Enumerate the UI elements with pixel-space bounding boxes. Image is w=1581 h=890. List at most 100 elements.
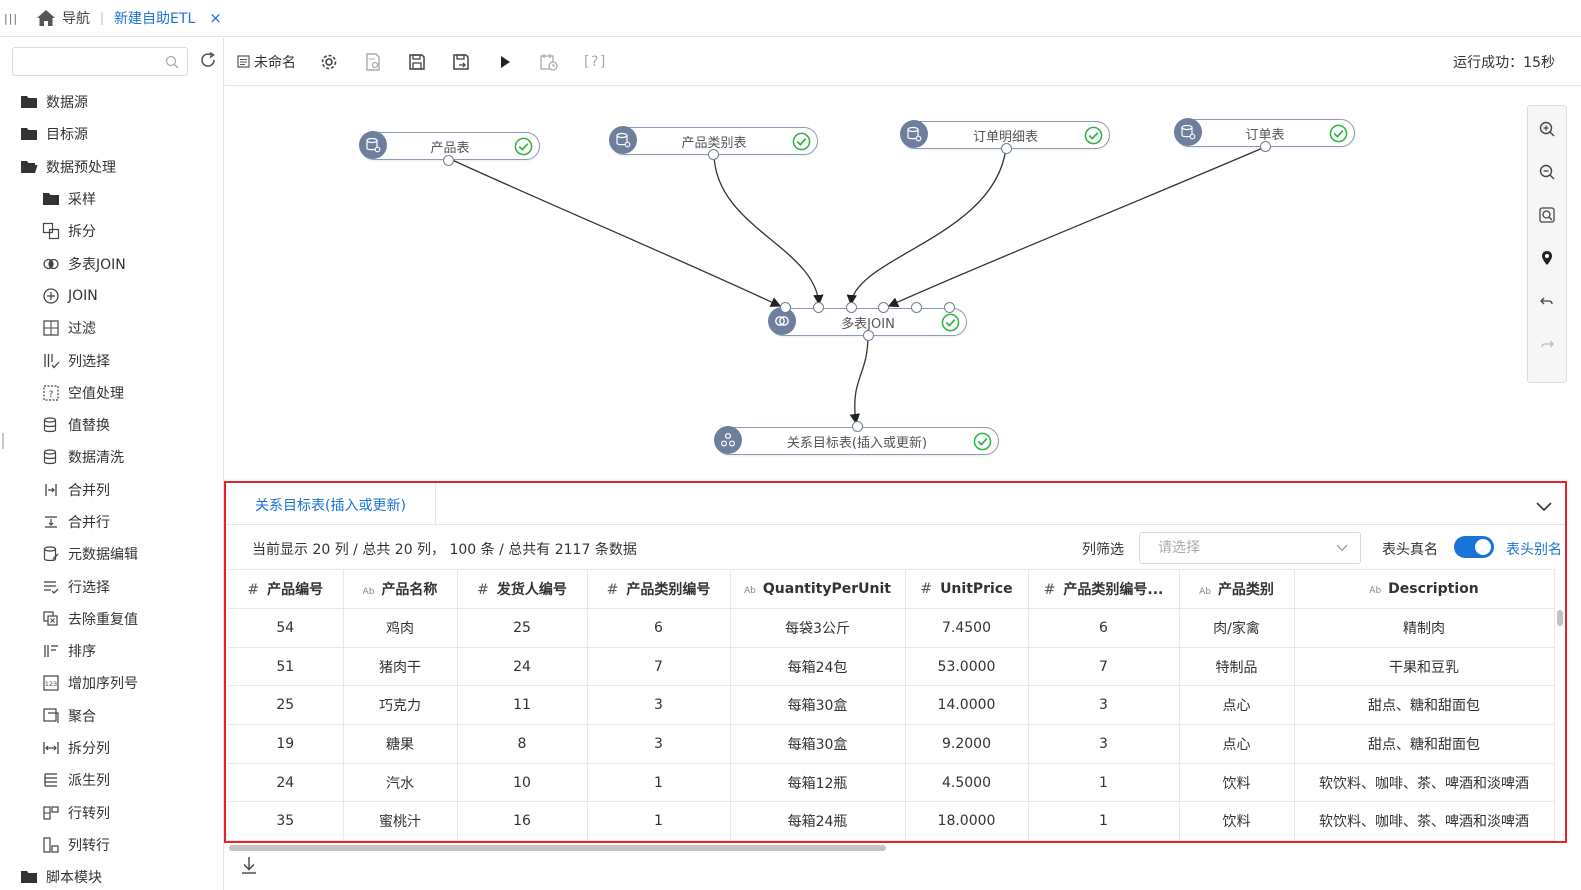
- save-button[interactable]: [406, 51, 428, 73]
- close-tab-icon[interactable]: ×: [209, 9, 222, 27]
- fit-view-button[interactable]: [1536, 204, 1558, 226]
- save-as-button[interactable]: [450, 51, 472, 73]
- sidebar-item[interactable]: 数据清洗: [0, 441, 223, 473]
- sort-icon: [42, 642, 60, 660]
- check-circle-icon: [1084, 126, 1103, 145]
- output-port[interactable]: [443, 155, 454, 166]
- zoom-in-button[interactable]: [1536, 118, 1558, 140]
- node-product-table[interactable]: 产品表: [359, 131, 540, 166]
- input-port[interactable]: [944, 302, 955, 313]
- sidebar-item[interactable]: 元数据编辑: [0, 538, 223, 570]
- numeric-type-icon: #: [920, 581, 933, 597]
- output-port[interactable]: [1001, 143, 1012, 154]
- table-cell: 特制品: [1179, 647, 1295, 687]
- column-header[interactable]: #发货人编号: [457, 569, 588, 609]
- sidebar-item[interactable]: 聚合: [0, 700, 223, 732]
- run-button[interactable]: [494, 51, 516, 73]
- download-icon[interactable]: [240, 855, 258, 875]
- sidebar-item[interactable]: 脚本模块: [0, 861, 223, 890]
- column-header-label: UnitPrice: [940, 581, 1013, 597]
- tab-relational-target[interactable]: 关系目标表(插入或更新): [226, 483, 436, 525]
- input-port[interactable]: [813, 302, 824, 313]
- column-header[interactable]: #产品类别编号...: [1028, 569, 1180, 609]
- flow-canvas[interactable]: 产品表 产品类别表 订单明细表 订单表 多表JOIN 关系目标表(插: [225, 87, 1581, 482]
- header-alias-label[interactable]: 表头别名: [1506, 542, 1562, 558]
- table-cell: 9.2000: [905, 724, 1029, 764]
- sidebar-item[interactable]: 采样: [0, 183, 223, 215]
- sidebar-item[interactable]: 合并列: [0, 474, 223, 506]
- run-status: 运行成功：15秒: [1453, 55, 1555, 71]
- sidebar-item[interactable]: 拆分列: [0, 732, 223, 764]
- sidebar-item[interactable]: JOIN: [0, 280, 223, 312]
- sidebar-item-label: 合并行: [68, 515, 110, 531]
- input-port[interactable]: [852, 421, 863, 432]
- input-port[interactable]: [846, 302, 857, 313]
- gear-icon: [321, 54, 337, 69]
- locate-button[interactable]: [1536, 247, 1558, 269]
- column-filter-select[interactable]: 请选择: [1139, 532, 1361, 564]
- node-multi-join[interactable]: 多表JOIN: [768, 302, 967, 341]
- input-port[interactable]: [911, 302, 922, 313]
- sidebar-item[interactable]: 派生列: [0, 764, 223, 796]
- input-port[interactable]: [780, 302, 791, 313]
- sidebar-item[interactable]: 过滤: [0, 312, 223, 344]
- node-relational-target[interactable]: 关系目标表(插入或更新): [714, 421, 999, 455]
- input-port[interactable]: [878, 302, 889, 313]
- edge-orders-join: [887, 146, 1266, 307]
- sidebar-item[interactable]: 行选择: [0, 570, 223, 602]
- tab-new-etl[interactable]: 新建自助ETL: [114, 11, 196, 27]
- column-header[interactable]: # UnitPrice: [905, 569, 1029, 609]
- sidebar-item[interactable]: ?空值处理: [0, 377, 223, 409]
- column-header[interactable]: #产品类别编号: [587, 569, 731, 609]
- sidebar-item[interactable]: 拆分: [0, 215, 223, 247]
- preview-info-row: 当前显示 20 列 / 总共 20 列， 100 条 / 总共有 2117 条数…: [226, 525, 1565, 569]
- sidebar-item[interactable]: 目标源: [0, 118, 223, 150]
- node-category-table[interactable]: 产品类别表: [609, 126, 818, 160]
- sidebar-item[interactable]: 列转行: [0, 829, 223, 861]
- sidebar-item[interactable]: 多表JOIN: [0, 247, 223, 279]
- properties-button[interactable]: [362, 51, 384, 73]
- sidebar-resize-handle[interactable]: [2, 433, 4, 449]
- horizontal-scrollbar[interactable]: [229, 845, 886, 851]
- chevron-down-icon[interactable]: [1535, 499, 1553, 513]
- menu-icon[interactable]: |||: [4, 11, 19, 25]
- node-order-detail-table[interactable]: 订单明细表: [900, 120, 1110, 154]
- sidebar-item[interactable]: 行转列: [0, 797, 223, 829]
- settings-button[interactable]: [318, 51, 340, 73]
- sidebar-item[interactable]: 合并行: [0, 506, 223, 538]
- schedule-button[interactable]: [538, 51, 560, 73]
- header-name-toggle[interactable]: [1454, 536, 1494, 558]
- output-port[interactable]: [708, 149, 719, 160]
- undo-button[interactable]: [1536, 290, 1558, 312]
- help-button[interactable]: [?]: [582, 53, 608, 70]
- sidebar-item[interactable]: 值替换: [0, 409, 223, 441]
- sidebar-item[interactable]: 数据预处理: [0, 151, 223, 183]
- output-port[interactable]: [1260, 141, 1271, 152]
- redo-button[interactable]: [1536, 333, 1558, 355]
- column-header[interactable]: #产品编号: [228, 569, 344, 609]
- refresh-icon[interactable]: [198, 50, 218, 70]
- component-search-input[interactable]: [19, 48, 159, 75]
- flow-name[interactable]: 未命名: [237, 52, 296, 72]
- node-orders-table[interactable]: 订单表: [1174, 118, 1355, 152]
- output-port[interactable]: [863, 330, 874, 341]
- search-icon[interactable]: [165, 55, 179, 69]
- sidebar-item[interactable]: 数据源: [0, 86, 223, 118]
- vertical-scrollbar[interactable]: [1557, 610, 1563, 626]
- sidebar-item[interactable]: 去除重复值: [0, 603, 223, 635]
- sidebar-item[interactable]: 列选择: [0, 344, 223, 376]
- zoom-out-button[interactable]: [1536, 161, 1558, 183]
- nav-home[interactable]: 导航: [36, 8, 90, 28]
- sidebar-item[interactable]: 排序: [0, 635, 223, 667]
